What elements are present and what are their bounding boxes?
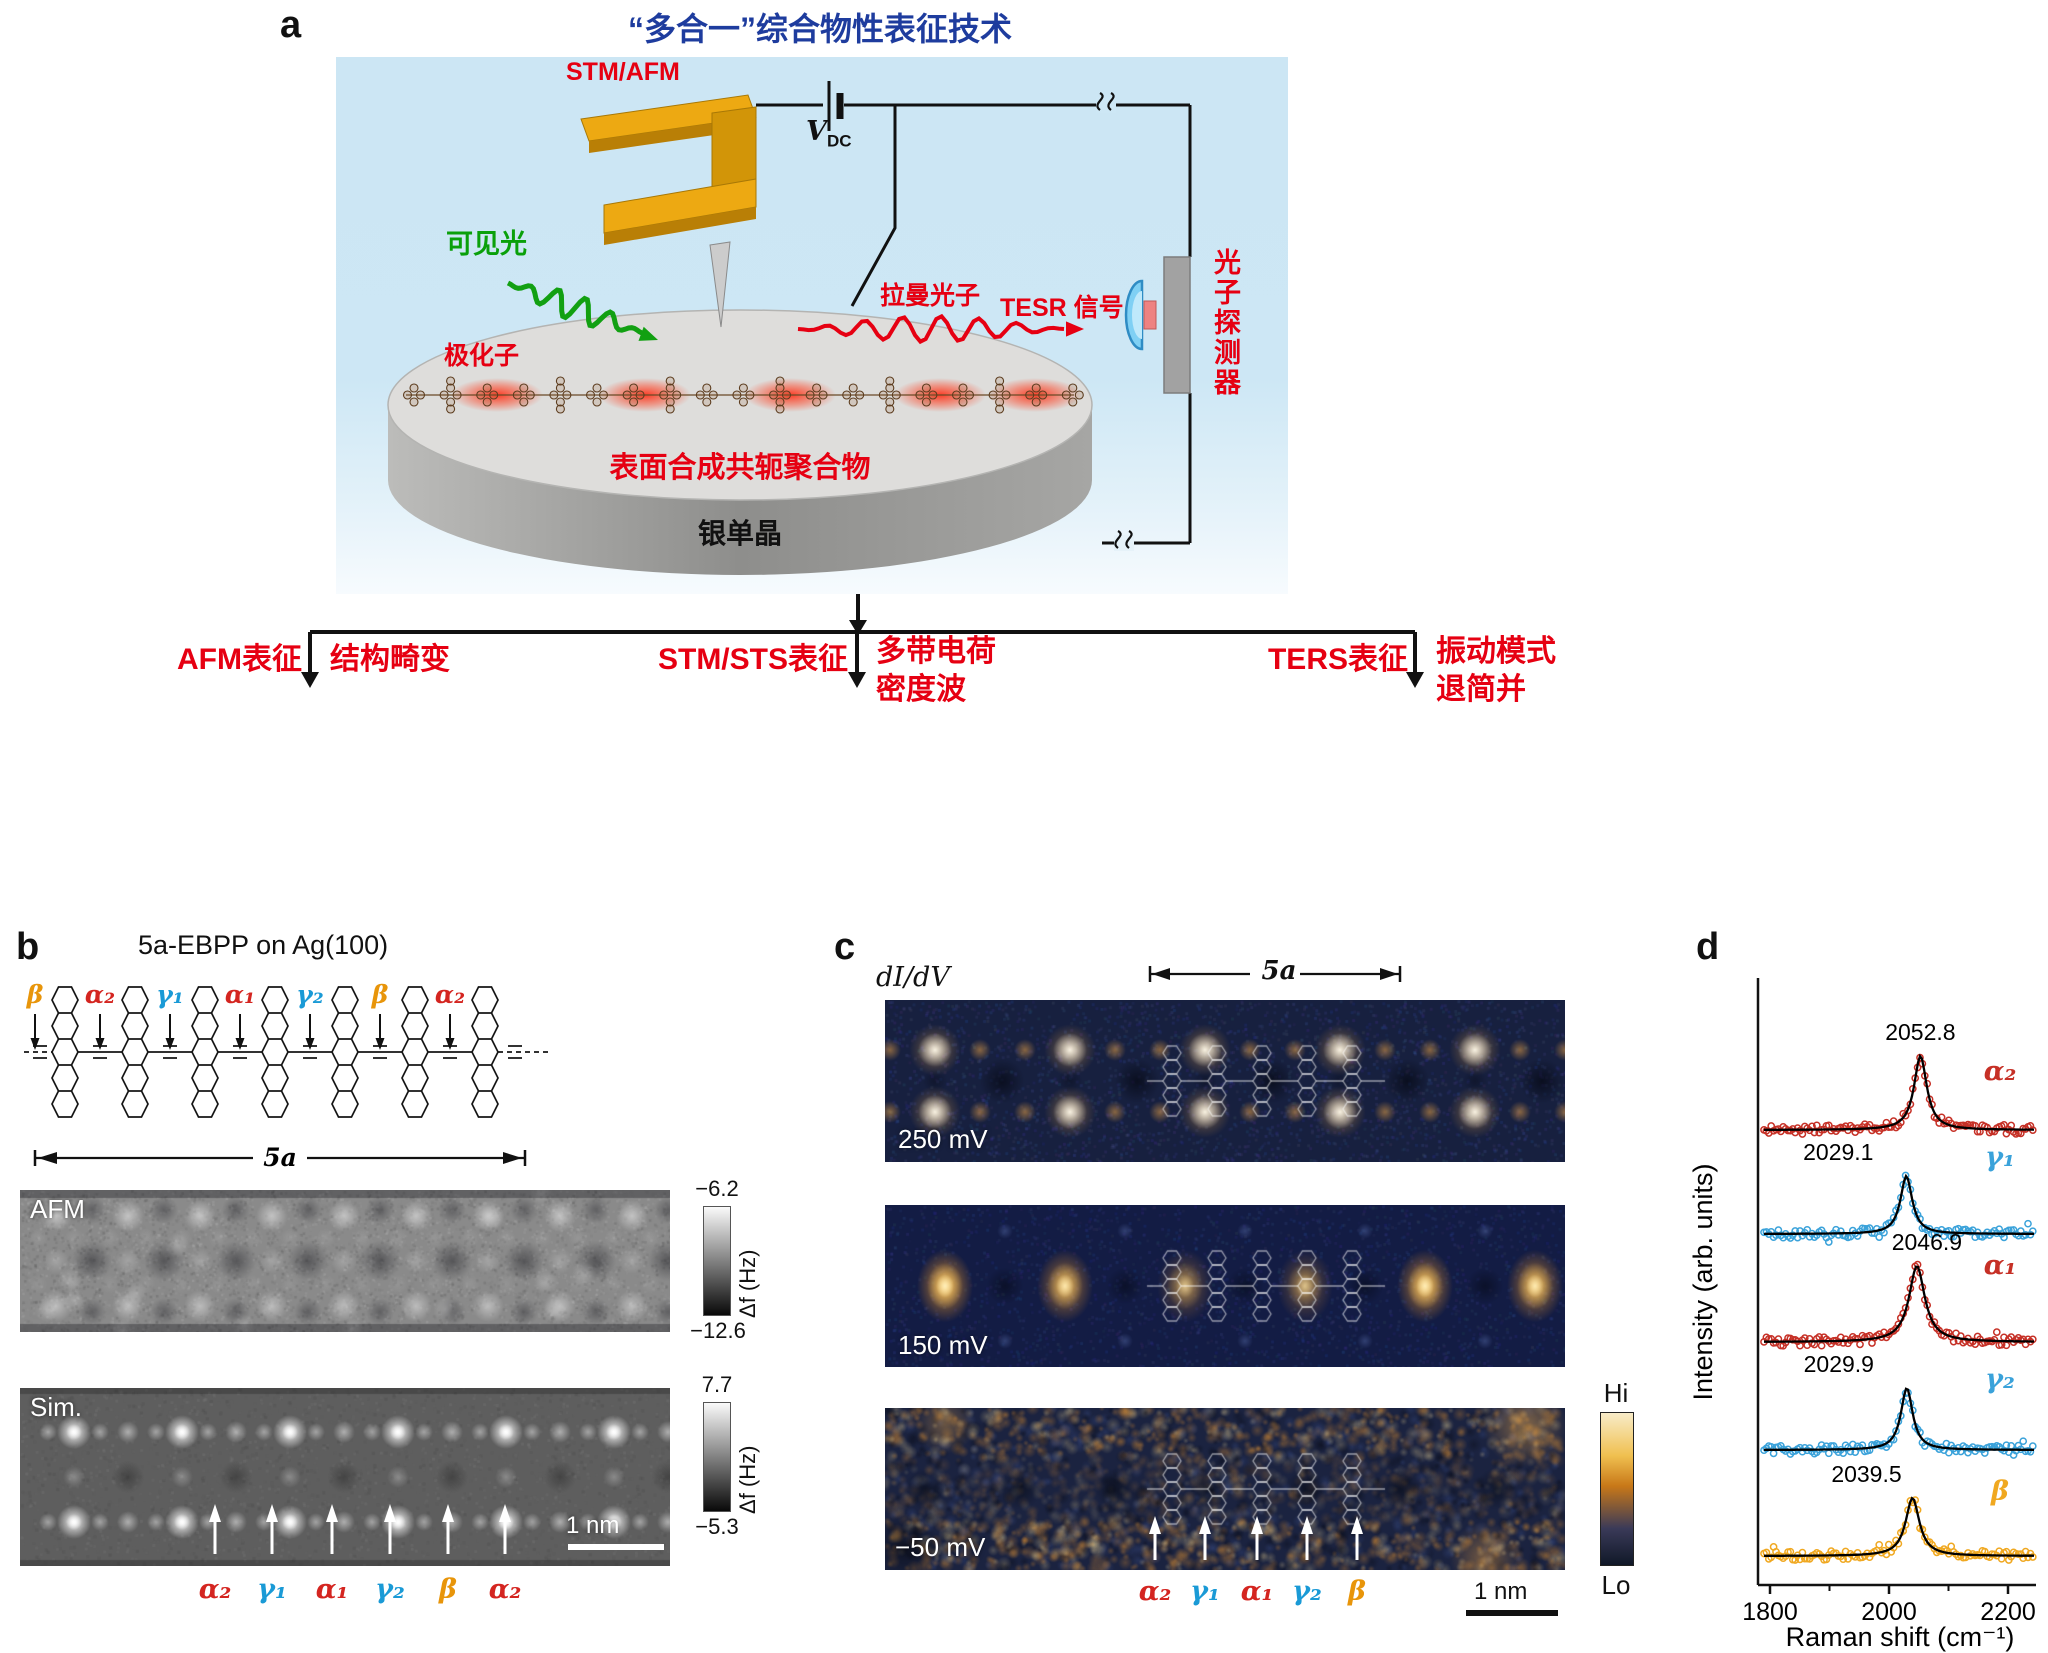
- panel-b-label: b: [16, 926, 40, 968]
- polaron-label: 极化子: [444, 342, 520, 370]
- b-site-label: α₁: [224, 980, 256, 1009]
- c-map-type-label: dI/dV: [876, 962, 950, 993]
- d-series-label: β: [1990, 1476, 2009, 1507]
- c-colorbar-hi: Hi: [1603, 1378, 1629, 1408]
- branch-stm-result-2: 密度波: [876, 673, 966, 706]
- d-peak-value: 2052.8: [1885, 1019, 1955, 1045]
- visible-light-label: 可见光: [446, 229, 527, 259]
- d-xtick: 2000: [1861, 1598, 1917, 1626]
- b-mode-label: α₂: [198, 1574, 232, 1605]
- b-afm-colorbar-top: −6.2: [695, 1176, 739, 1201]
- c-bias-label-150: 150 mV: [898, 1330, 988, 1360]
- b-site-label: α₂: [84, 980, 116, 1009]
- b-sim-image: [20, 1388, 670, 1566]
- b-afm-image-label: AFM: [30, 1194, 85, 1224]
- panel-b-title: 5a-EBPP on Ag(100): [138, 930, 389, 960]
- b-site-label: β: [26, 980, 44, 1009]
- b-scalebar-label: 1 nm: [566, 1512, 620, 1539]
- panel-d-label: d: [1696, 926, 1720, 968]
- c-didv-map-minus50mv: [885, 1408, 1565, 1570]
- c-bias-label-minus50: −50 mV: [895, 1532, 986, 1562]
- tesr-signal-label: TESR 信号: [1000, 294, 1124, 322]
- b-site-label: α₂: [434, 980, 466, 1009]
- branch-stm-result-1: 多带电荷: [876, 635, 996, 668]
- c-mode-label: γ₁: [1190, 1576, 1220, 1607]
- c-arrow-overlay: [1149, 1516, 1363, 1560]
- c-scalebar: [1466, 1610, 1558, 1616]
- d-series-label: α₂: [1984, 1056, 2017, 1087]
- c-5a-span: [1148, 966, 1402, 982]
- b-mode-label: α₁: [315, 1574, 349, 1605]
- b-mode-label: β: [439, 1574, 457, 1605]
- d-series-label: γ₂: [1985, 1364, 2015, 1395]
- c-didv-map-150mv: [885, 1205, 1565, 1367]
- c-mode-label: γ₂: [1292, 1576, 1322, 1607]
- branch-ters-result-1: 振动模式: [1436, 635, 1556, 668]
- photon-detector-label: 光子探测器: [1210, 248, 1240, 398]
- vdc-label: VDC: [806, 116, 852, 151]
- branch-stm-technique: STM/STS表征: [657, 643, 848, 676]
- b-sim-colorbar-top: 7.7: [701, 1372, 733, 1397]
- b-sim-image-label: Sim.: [30, 1392, 82, 1422]
- b-sim-colorbar-bottom: −5.3: [695, 1514, 739, 1539]
- c-mode-label: α₁: [1240, 1576, 1274, 1607]
- b-span-label: 5a: [263, 1143, 297, 1172]
- branch-afm-result: 结构畸变: [330, 643, 450, 676]
- polymer-label: 表面合成共轭聚合物: [609, 452, 871, 484]
- branch-arrows: [301, 594, 1424, 688]
- c-bias-label-250: 250 mV: [898, 1124, 988, 1154]
- b-site-label: γ₁: [156, 980, 184, 1009]
- d-series-label: α₁: [1984, 1250, 2017, 1281]
- b-afm-colorbar-unit: Δf (Hz): [735, 1249, 760, 1318]
- d-xtick: 2200: [1980, 1598, 2036, 1626]
- b-afm-image: [20, 1190, 670, 1332]
- b-sim-colorbar-unit: Δf (Hz): [735, 1445, 760, 1514]
- d-peak-value: 2046.9: [1892, 1229, 1962, 1255]
- b-afm-colorbar-bottom: −12.6: [690, 1318, 746, 1343]
- d-series-label: γ₁: [1985, 1142, 2015, 1173]
- c-colorbar-lo: Lo: [1601, 1570, 1631, 1600]
- b-mode-label: γ₁: [257, 1574, 287, 1605]
- b-mode-label: α₂: [488, 1574, 522, 1605]
- b-sim-overlay: [209, 1504, 664, 1554]
- branch-afm-technique: AFM表征: [177, 643, 302, 676]
- b-site-label: β: [371, 980, 389, 1009]
- c-didv-map-250mv: [885, 1000, 1565, 1162]
- vdc-symbol: V: [806, 116, 827, 147]
- c-mode-label: α₂: [1138, 1576, 1172, 1607]
- raman-photon-label: 拉曼光子: [880, 282, 981, 310]
- d-ylabel: Intensity (arb. units): [1690, 1163, 1718, 1400]
- d-xlabel: Raman shift (cm⁻¹): [1786, 1622, 2015, 1652]
- branch-ters-technique: TERS表征: [1267, 643, 1408, 676]
- panel-a-label: a: [280, 4, 302, 46]
- b-afm-colorbar: [703, 1206, 731, 1316]
- c-scalebar-label: 1 nm: [1474, 1578, 1528, 1605]
- d-peak-value: 2039.5: [1831, 1461, 1901, 1487]
- b-sim-colorbar: [703, 1402, 731, 1512]
- b-site-label: γ₂: [296, 980, 324, 1009]
- c-mode-label: β: [1348, 1576, 1366, 1607]
- figure-title: “多合一”综合物性表征技术: [627, 11, 1012, 47]
- c-5a-span-label: 5a: [1261, 956, 1297, 986]
- d-peak-value: 2029.1: [1803, 1139, 1873, 1165]
- vdc-subscript: DC: [826, 131, 852, 151]
- branch-ters-result-2: 退简并: [1436, 673, 1526, 706]
- panel-c-label: c: [834, 926, 856, 968]
- d-xtick: 1800: [1742, 1598, 1798, 1626]
- panel-a-schematic: [387, 81, 1192, 575]
- d-peak-value: 2029.9: [1804, 1351, 1874, 1377]
- c-colorbar: [1600, 1412, 1634, 1566]
- b-mode-label: γ₂: [375, 1574, 405, 1605]
- stm-afm-label: STM/AFM: [566, 58, 680, 86]
- substrate-label: 银单晶: [697, 518, 782, 549]
- b-chemical-structure: 5a: [24, 986, 552, 1172]
